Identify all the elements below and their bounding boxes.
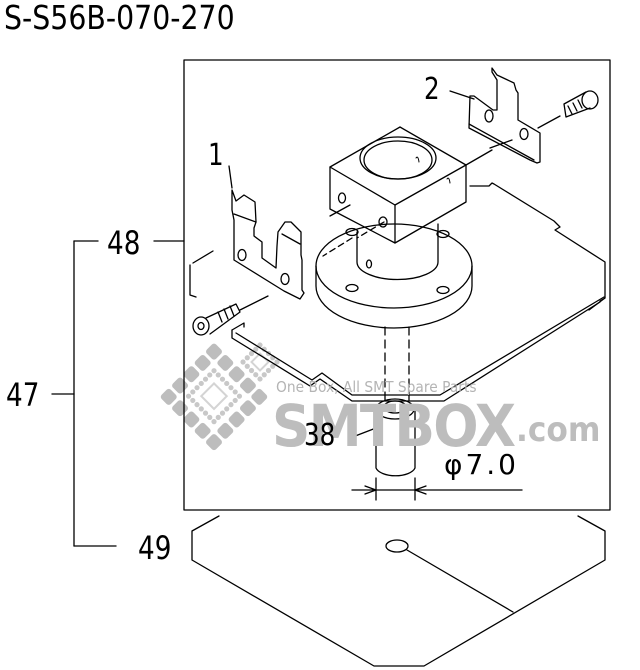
watermark-suffix: .com xyxy=(516,410,601,450)
watermark-brand: SMTBOX xyxy=(272,392,516,460)
part-number-title: S-S56B-070-270 xyxy=(4,0,235,37)
callout-2: 2 xyxy=(424,72,440,107)
callout-48: 48 xyxy=(107,224,141,262)
diameter-dimension-label: φ7.0 xyxy=(444,448,519,481)
screw-icon-2 xyxy=(563,90,599,118)
assembly-frame xyxy=(183,59,611,511)
callout-1: 1 xyxy=(208,138,224,173)
callout-47: 47 xyxy=(6,376,40,414)
callout-49: 49 xyxy=(138,529,172,567)
callout-38: 38 xyxy=(304,418,336,453)
screw-icon-1 xyxy=(192,303,241,336)
watermark-tagline: One Box, All SMT Spare Parts xyxy=(276,378,477,396)
watermark-logo-icon xyxy=(160,342,280,451)
